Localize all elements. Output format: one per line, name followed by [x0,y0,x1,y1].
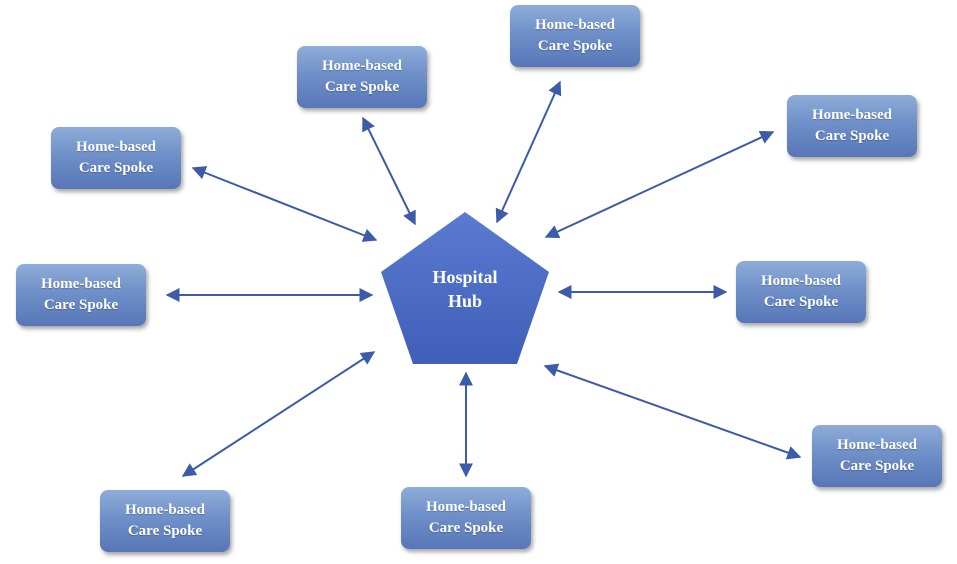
spoke-line1: Home-based [125,502,205,518]
arrow-right-upper [544,130,775,239]
spoke-line2: Care Spoke [839,458,915,474]
spoke-line1: Home-based [76,139,156,155]
spoke-line2: Care Spoke [43,297,119,313]
spoke-line2: Care Spoke [537,38,613,54]
spoke-line1: Home-based [761,273,841,289]
spoke-line2: Care Spoke [324,79,400,95]
arrow-lower-left [181,351,376,477]
arrow-lower-right [543,363,802,460]
arrow-upper-left [362,116,416,226]
spoke-line1: Home-based [812,107,892,123]
hub-label: Hospital Hub [383,265,547,313]
spoke-line2: Care Spoke [78,160,154,176]
hub-label-line2: Hub [447,291,483,311]
spoke-line1: Home-based [41,276,121,292]
arrow-top [495,80,562,224]
arrow-left-upper [191,166,378,242]
spoke-line2: Care Spoke [428,520,504,536]
spoke-line1: Home-based [426,499,506,515]
spoke-line2: Care Spoke [763,294,839,310]
spoke-line1: Home-based [837,437,917,453]
hub-label-line1: Hospital [432,267,498,287]
hub-pentagon [381,212,549,364]
spoke-line2: Care Spoke [127,523,203,539]
spoke-line1: Home-based [322,58,402,74]
spoke-line1: Home-based [535,17,615,33]
spoke-line2: Care Spoke [814,128,890,144]
